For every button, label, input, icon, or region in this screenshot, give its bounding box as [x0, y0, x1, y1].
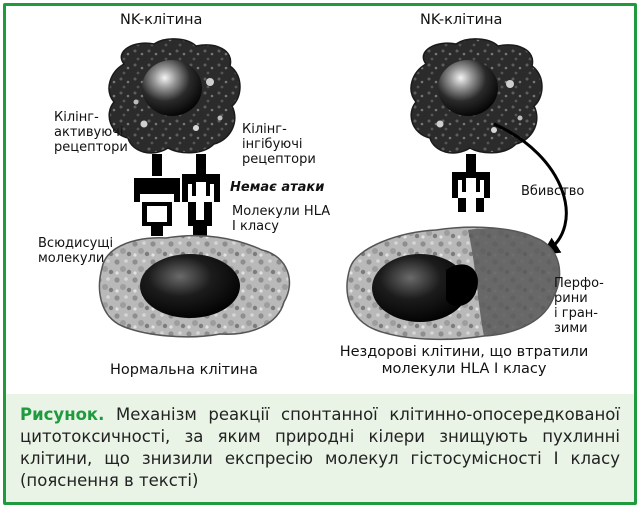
- inhibitory-receptor-unbound: [452, 154, 490, 212]
- perforins-label: Перфо- рини і гран- зими: [554, 276, 604, 336]
- hla-molecules-label: Молекули HLA І класу: [232, 204, 330, 234]
- figure-caption: Рисунок. Механізм реакції спонтанної клі…: [6, 394, 634, 502]
- ubiquitous-molecules-label: Всюдисущі молекули: [38, 236, 113, 266]
- no-attack-label: Немає атаки: [230, 180, 324, 195]
- killing-label: Вбивство: [521, 184, 584, 199]
- inhibitory-receptor: [182, 154, 220, 236]
- activating-receptor: [134, 154, 180, 236]
- figure-frame: NK-клітина NK-клітина Кілінг- активуючі …: [3, 3, 637, 505]
- normal-cell-label: Нормальна клітина: [110, 362, 258, 379]
- unhealthy-cells-label: Нездорові клітини, що втратили молекули …: [326, 344, 602, 378]
- caption-text: Рисунок. Механізм реакції спонтанної клі…: [20, 404, 620, 492]
- left-nk-cell: [109, 39, 240, 153]
- inhibitory-receptors-label: Кілінг- інгібуючі рецептори: [242, 122, 316, 167]
- activating-receptors-label: Кілінг- активуючі рецептори: [54, 110, 128, 155]
- diagram-art: [6, 6, 634, 396]
- left-nk-cell-label: NK-клітина: [120, 12, 202, 29]
- nk-cell-diagram: NK-клітина NK-клітина Кілінг- активуючі …: [6, 6, 634, 396]
- caption-label: Рисунок.: [20, 405, 104, 424]
- caption-body: Механізм реакції спонтанної клітинно-опо…: [20, 405, 620, 490]
- unhealthy-target-cell: [347, 227, 560, 339]
- normal-target-cell: [99, 236, 289, 337]
- right-nk-cell: [411, 39, 542, 153]
- right-nk-cell-label: NK-клітина: [420, 12, 502, 29]
